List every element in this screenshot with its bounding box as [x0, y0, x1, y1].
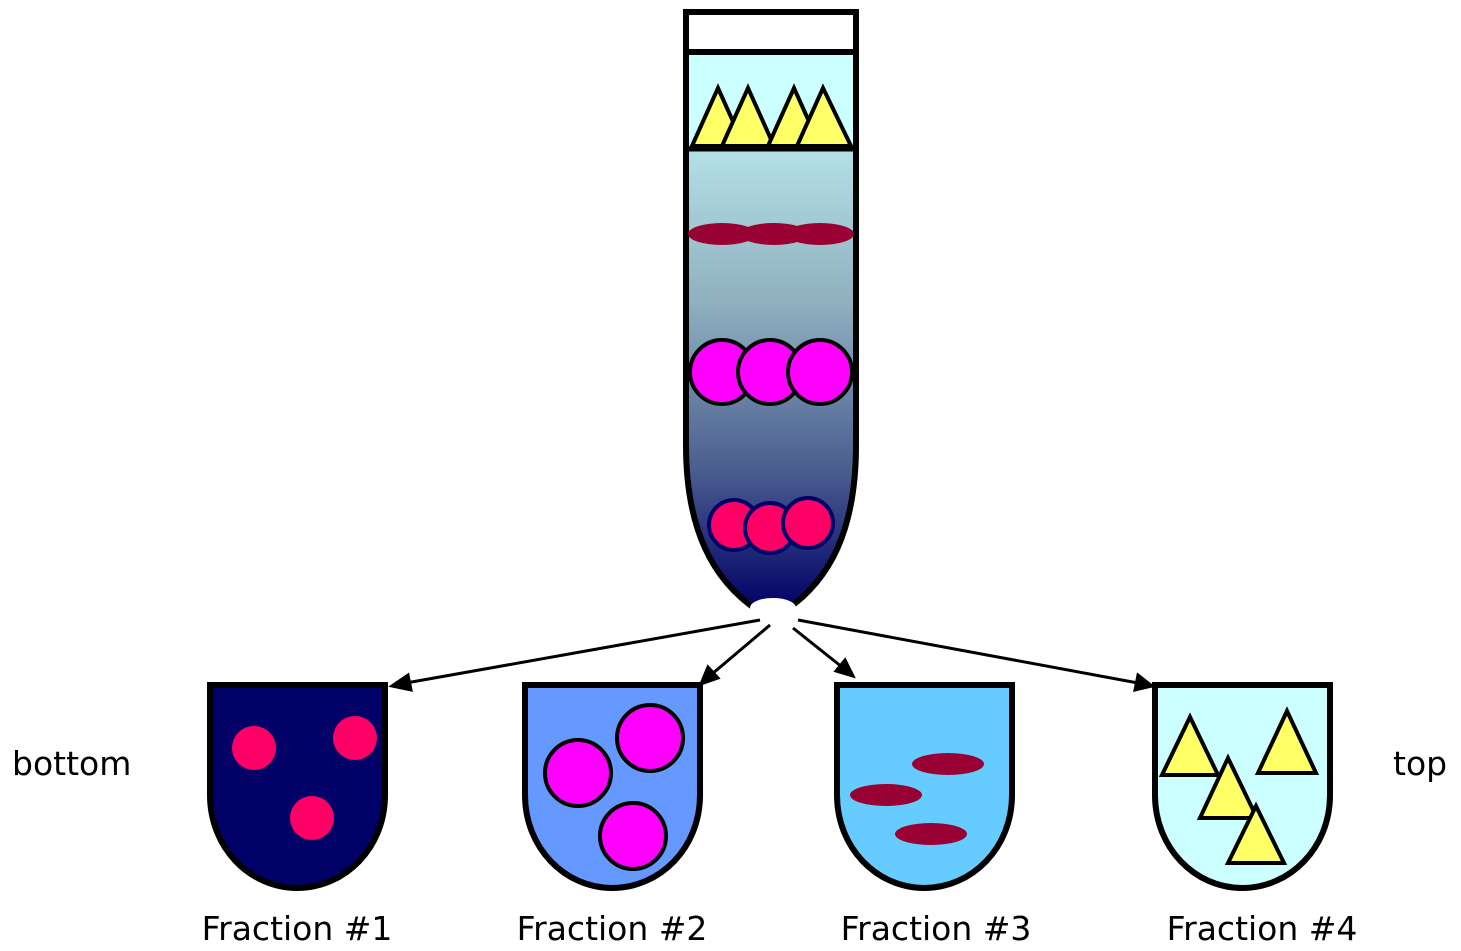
tube-outlet — [750, 598, 796, 618]
arrow-head-2 — [698, 664, 721, 687]
yellow-particle — [1224, 801, 1288, 865]
yellow-particle — [1158, 712, 1222, 777]
red-particle — [232, 726, 276, 770]
fraction-4-cup — [1152, 682, 1333, 892]
yellow-particle — [1254, 706, 1320, 775]
magenta-particle — [598, 801, 668, 871]
fraction-2-label: Fraction #2 — [517, 909, 708, 948]
top-label: top — [1393, 744, 1447, 783]
fraction-1-label: Fraction #1 — [202, 909, 393, 948]
magenta-particle — [543, 738, 613, 808]
cup-shape — [207, 682, 388, 892]
red-particle — [333, 716, 377, 760]
fraction-2-cup — [522, 682, 703, 892]
tube-red-band — [707, 496, 835, 555]
fraction-3-label: Fraction #3 — [841, 909, 1032, 948]
arrow-to-fraction-2 — [711, 623, 771, 676]
dark-red-particle — [912, 753, 984, 775]
red-particle — [290, 796, 334, 840]
tube-ellipse — [786, 223, 854, 245]
bottom-label: bottom — [12, 744, 131, 783]
dark-red-particle — [895, 823, 967, 845]
distribution-arrows — [388, 618, 1156, 692]
arrow-to-fraction-3 — [792, 626, 843, 669]
arrow-to-fraction-4 — [797, 618, 1139, 685]
fraction-3-cup — [834, 682, 1015, 892]
centrifuge-tube — [683, 9, 859, 618]
fraction-4-label: Fraction #4 — [1167, 909, 1358, 948]
tube-magenta-circle — [786, 338, 854, 406]
arrow-head-3 — [833, 657, 856, 679]
magenta-particle — [615, 703, 685, 773]
arrow-head-1 — [388, 672, 413, 692]
tube-magenta-band — [688, 338, 854, 406]
tube-cap — [683, 9, 859, 55]
arrow-to-fraction-1 — [405, 618, 761, 685]
tube-ellipse-band — [688, 223, 854, 245]
dark-red-particle — [850, 784, 922, 806]
tube-triangle — [718, 83, 778, 148]
fraction-1-cup — [207, 682, 388, 892]
tube-red-circle — [781, 496, 835, 550]
arrow-head-4 — [1133, 672, 1156, 692]
tube-triangle — [793, 83, 855, 148]
cup-shape — [834, 682, 1015, 892]
yellow-particle — [1196, 753, 1261, 820]
tube-ellipse — [688, 223, 756, 245]
tube-triangle-band — [688, 83, 855, 148]
